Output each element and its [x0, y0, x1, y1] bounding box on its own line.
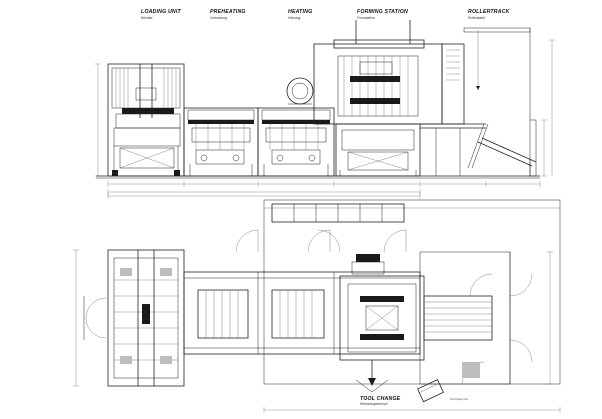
- rollertrack-title: ROLLERTRACK: [468, 9, 511, 15]
- tool-change-title: TOOL CHANGE: [360, 396, 401, 402]
- preheating-plan: [197, 272, 259, 354]
- side-elevation: [95, 20, 555, 195]
- heating-subtitle: Heizung: [288, 16, 301, 20]
- heating-plan: [271, 272, 335, 354]
- loading-unit-subtitle: Belader: [141, 16, 154, 20]
- loading-unit-plan: [83, 249, 185, 387]
- forming-station-plan: [339, 254, 425, 361]
- elevation-dimensions: [95, 39, 555, 195]
- loading-unit-title: LOADING UNIT: [141, 9, 181, 15]
- tool-change-cart: [417, 379, 444, 403]
- cabinet-row: [235, 203, 407, 253]
- forming-station-subtitle: Formstation: [357, 16, 375, 20]
- forming-station-title: FORMING STATION: [357, 9, 408, 15]
- forming-station-elevation: [313, 20, 465, 177]
- loading-unit-elevation: [107, 63, 185, 177]
- cart-note: Tool change cart: [450, 398, 468, 401]
- plan-view: TOOL CHANGE Werkzeugwechsel Tool change …: [73, 193, 561, 413]
- rollertrack-elevation: [420, 27, 537, 177]
- heating-title: HEATING: [288, 9, 312, 15]
- tool-change-subtitle: Werkzeugwechsel: [360, 402, 388, 406]
- preheating-subtitle: Vorheizung: [210, 16, 227, 20]
- tool-change-area: TOOL CHANGE Werkzeugwechsel: [355, 360, 401, 406]
- preheating-title: PREHEATING: [210, 9, 246, 15]
- section-headings: LOADING UNIT Belader PREHEATING Vorheizu…: [141, 9, 511, 20]
- plan-dimensions: [73, 193, 561, 413]
- rollertrack-subtitle: Rollenbahn: [468, 16, 485, 20]
- preheating-elevation: [183, 107, 259, 177]
- heating-elevation: [257, 77, 335, 177]
- rollertrack-plan: [419, 251, 533, 385]
